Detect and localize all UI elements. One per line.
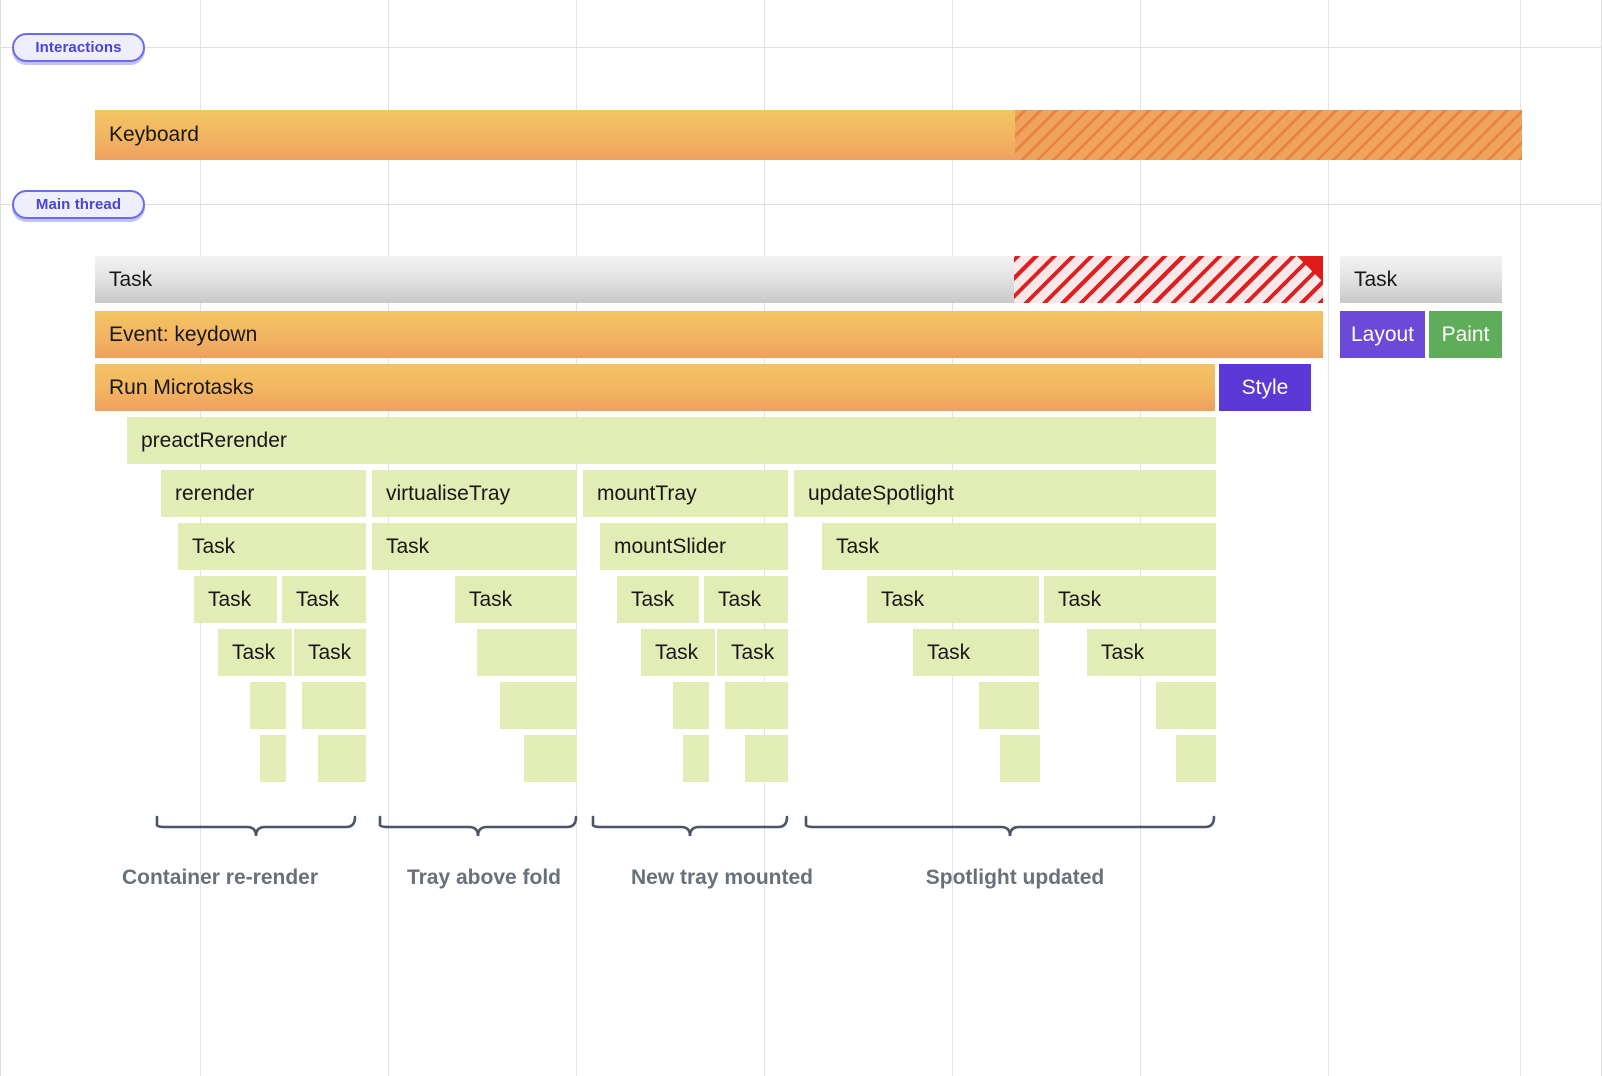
annotation-new-tray-mounted-brace [591, 815, 789, 845]
task-bar-r8-c1a[interactable] [250, 682, 286, 729]
annotation-tray-above-fold-brace [378, 815, 578, 845]
task-bar-r9-c3b[interactable] [745, 735, 788, 782]
task-bar-r8-c4b[interactable] [1156, 682, 1216, 729]
annotation-container-rerender-brace [155, 815, 357, 845]
task-bar-r6-c3b[interactable]: Task [704, 576, 788, 623]
task-bar-r7-c2[interactable] [477, 629, 577, 676]
task-bar-r6-c4b-label: Task [1058, 588, 1101, 612]
task-bar-r5-c1-label: Task [192, 535, 235, 559]
task-bar-r9-c4b[interactable] [1176, 735, 1216, 782]
run-microtasks-bar[interactable]: Run Microtasks [95, 364, 1215, 411]
track-pill-label-interactions: Interactions [35, 39, 121, 56]
gridline-vertical [1328, 0, 1329, 1076]
event-keydown-bar[interactable]: Event: keydown [95, 311, 1323, 358]
task-bar-r7-c4b-label: Task [1101, 641, 1144, 665]
annotation-spotlight-updated-brace [804, 815, 1216, 845]
track-divider-rule [0, 47, 1602, 48]
task-bar-r7-c3b[interactable]: Task [717, 629, 788, 676]
gridline-vertical [1520, 0, 1521, 1076]
task-bar-r5-c4[interactable]: Task [822, 523, 1216, 570]
task-bar-r9-c4a[interactable] [1000, 735, 1040, 782]
task-bar-r6-c1b-label: Task [296, 588, 339, 612]
task-bar-r9-c3a[interactable] [683, 735, 709, 782]
event-keydown-bar-label: Event: keydown [109, 323, 257, 347]
task-bar-r6-c3a-label: Task [631, 588, 674, 612]
task-bar-r6-c4b[interactable]: Task [1044, 576, 1216, 623]
track-pill-interactions[interactable]: Interactions [12, 33, 145, 62]
task-bar-r7-c1b[interactable]: Task [294, 629, 366, 676]
track-pill-label-main-thread: Main thread [36, 196, 121, 213]
task-bar-r9-c1b[interactable] [318, 735, 366, 782]
paint-bar-label: Paint [1442, 323, 1490, 347]
layout-bar-label: Layout [1351, 323, 1414, 347]
long-task-warning-triangle [1297, 256, 1323, 282]
virtualise-tray-bar-label: virtualiseTray [386, 482, 510, 506]
run-microtasks-bar-label: Run Microtasks [109, 376, 254, 400]
mount-slider-bar[interactable]: mountSlider [600, 523, 788, 570]
paint-bar[interactable]: Paint [1429, 311, 1502, 358]
task-bar-r6-c4a-label: Task [881, 588, 924, 612]
task-bar-r5-c1[interactable]: Task [178, 523, 366, 570]
task-bar-r6-c2[interactable]: Task [455, 576, 577, 623]
task-bar-r7-c3b-label: Task [731, 641, 774, 665]
task-bar-r5-c2[interactable]: Task [372, 523, 577, 570]
task-bar-r7-c4a-label: Task [927, 641, 970, 665]
task-bar-r8-c1b[interactable] [302, 682, 366, 729]
annotation-spotlight-updated-label: Spotlight updated [715, 866, 1315, 890]
task-bar-r8-c4a[interactable] [979, 682, 1039, 729]
rerender-bar-label: rerender [175, 482, 254, 506]
task-bar-r8-c2[interactable] [500, 682, 577, 729]
long-task-warning-hatch [1014, 256, 1323, 303]
task-bar-r6-c4a[interactable]: Task [867, 576, 1039, 623]
task-bar-r5-c4-label: Task [836, 535, 879, 559]
keyboard-event-bar-label: Keyboard [109, 123, 199, 147]
task-bar-r7-c3a[interactable]: Task [641, 629, 715, 676]
gridline-vertical [0, 0, 1, 1076]
mount-tray-bar-label: mountTray [597, 482, 697, 506]
task-bar-r6-c1b[interactable]: Task [282, 576, 366, 623]
track-divider-rule [0, 204, 1602, 205]
mount-slider-bar-label: mountSlider [614, 535, 726, 559]
task-bar-r6-c2-label: Task [469, 588, 512, 612]
style-bar[interactable]: Style [1219, 364, 1311, 411]
task-bar-r9-c1a[interactable] [260, 735, 286, 782]
preact-rerender-bar-label: preactRerender [141, 429, 287, 453]
task-bar-second-label: Task [1354, 268, 1397, 292]
task-bar-r6-c3a[interactable]: Task [617, 576, 699, 623]
mount-tray-bar[interactable]: mountTray [583, 470, 788, 517]
preact-rerender-bar[interactable]: preactRerender [127, 417, 1216, 464]
task-bar-r5-c2-label: Task [386, 535, 429, 559]
layout-bar[interactable]: Layout [1340, 311, 1425, 358]
task-bar-r8-c3a[interactable] [673, 682, 709, 729]
task-bar-r7-c4a[interactable]: Task [913, 629, 1039, 676]
style-bar-label: Style [1242, 376, 1289, 400]
task-bar-r7-c1a[interactable]: Task [218, 629, 292, 676]
track-pill-main-thread[interactable]: Main thread [12, 190, 145, 219]
update-spotlight-bar[interactable]: updateSpotlight [794, 470, 1216, 517]
task-bar-r8-c3b[interactable] [725, 682, 788, 729]
task-bar-r6-c1a-label: Task [208, 588, 251, 612]
virtualise-tray-bar[interactable]: virtualiseTray [372, 470, 577, 517]
task-bar-r9-c2[interactable] [524, 735, 577, 782]
task-bar-r7-c1a-label: Task [232, 641, 275, 665]
rerender-bar[interactable]: rerender [161, 470, 366, 517]
task-bar-r7-c1b-label: Task [308, 641, 351, 665]
task-bar-r6-c1a[interactable]: Task [194, 576, 277, 623]
update-spotlight-bar-label: updateSpotlight [808, 482, 954, 506]
keyboard-pending-hatch [1015, 110, 1522, 160]
task-bar-r7-c4b[interactable]: Task [1087, 629, 1216, 676]
task-bar-second[interactable]: Task [1340, 256, 1502, 303]
task-bar-r6-c3b-label: Task [718, 588, 761, 612]
task-bar-main-label: Task [109, 268, 152, 292]
task-bar-r7-c3a-label: Task [655, 641, 698, 665]
